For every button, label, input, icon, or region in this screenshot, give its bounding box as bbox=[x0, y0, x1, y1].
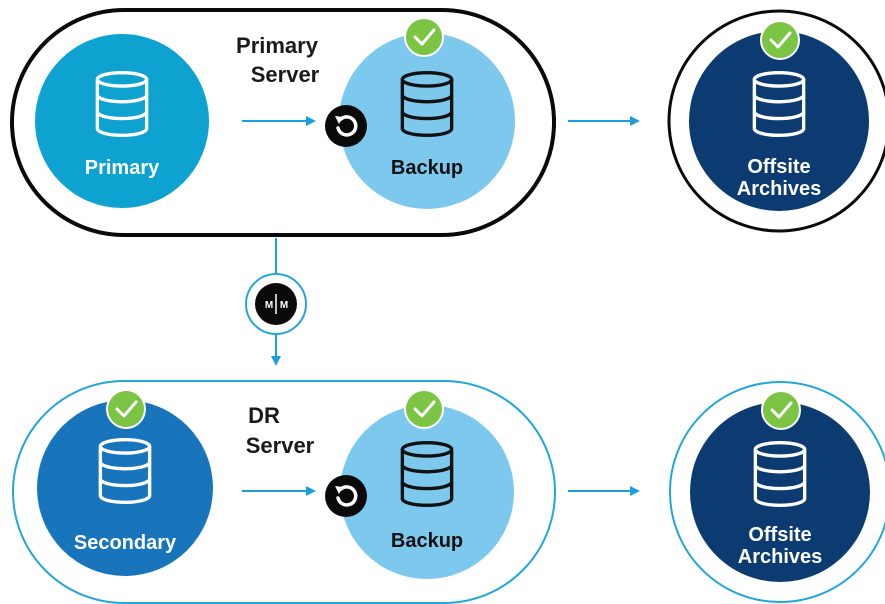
dr-backup-label: Backup bbox=[391, 530, 463, 552]
dr-group-title-line1: DR bbox=[248, 403, 280, 428]
check-icon bbox=[760, 20, 800, 60]
sync-icon bbox=[324, 474, 368, 518]
check-icon bbox=[404, 389, 444, 429]
dr-offsite-node[interactable]: Offsite Archives bbox=[690, 402, 870, 582]
primary-node[interactable]: Primary bbox=[35, 34, 209, 208]
check-icon bbox=[106, 389, 146, 429]
primary-backup-label: Backup bbox=[391, 157, 463, 179]
mm-replication-badge[interactable]: M M bbox=[245, 273, 307, 335]
primary-node-label: Primary bbox=[85, 157, 160, 179]
mm-right-letter: M bbox=[280, 300, 288, 311]
primary-backup-node[interactable]: Backup bbox=[339, 33, 515, 209]
primary-offsite-label-line1: Offsite bbox=[747, 156, 810, 178]
dr-offsite-label-line1: Offsite bbox=[748, 524, 811, 546]
sync-icon bbox=[324, 104, 368, 148]
mm-left-letter: M bbox=[265, 300, 273, 311]
check-icon bbox=[404, 17, 444, 57]
secondary-node[interactable]: Secondary bbox=[37, 400, 213, 576]
dr-offsite-label-line2: Archives bbox=[738, 546, 823, 568]
secondary-node-label: Secondary bbox=[74, 532, 177, 554]
primary-offsite-label-line2: Archives bbox=[737, 178, 822, 200]
primary-offsite-node[interactable]: Offsite Archives bbox=[689, 31, 869, 211]
primary-group-title-line2: Server bbox=[251, 62, 320, 87]
check-icon bbox=[761, 390, 801, 430]
dr-group-title-line2: Server bbox=[246, 433, 315, 458]
dr-backup-node[interactable]: Backup bbox=[340, 405, 514, 579]
primary-group-title-line1: Primary bbox=[236, 33, 319, 58]
